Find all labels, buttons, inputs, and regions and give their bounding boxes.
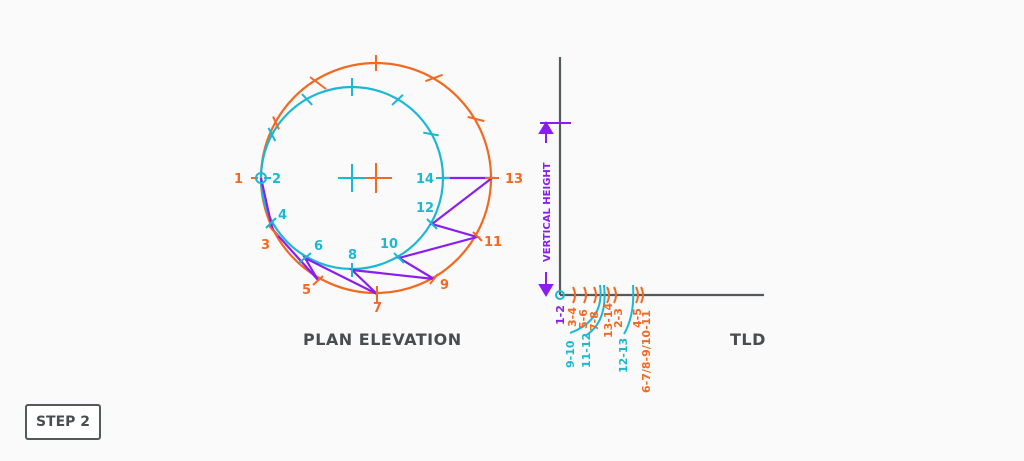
point-label-13: 13: [505, 172, 523, 187]
point-label-8: 8: [348, 248, 357, 263]
point-label-3: 3: [261, 238, 270, 253]
tld-label-1-2: 1-2: [554, 305, 567, 325]
vertical-height-arrow: [538, 121, 554, 297]
point-label-10: 10: [380, 237, 398, 252]
tld-label-7-8: 7-8: [588, 311, 601, 331]
tld-label-5-6: 5-6: [577, 309, 590, 329]
point-label-14: 14: [416, 172, 434, 187]
point-label-11: 11: [484, 235, 502, 250]
tld-label-3-4: 3-4: [566, 307, 579, 327]
tld-label-11-12: 11-12: [580, 333, 593, 368]
tld-label-13-14: 13-14: [602, 302, 615, 338]
tld-label-6-11: 6-7/8-9/10-11: [640, 310, 653, 393]
plan-elevation-title: PLAN ELEVATION: [303, 330, 462, 349]
point-label-2: 2: [272, 172, 281, 187]
outer-center-mark: [366, 163, 392, 193]
point-label-1: 1: [234, 172, 243, 187]
tld-label-4-5: 4-5: [631, 308, 644, 328]
plan-elevation: 1 2 3 4 5 6 7 8 9 10 11 12 13 14: [234, 55, 523, 316]
step-button[interactable]: STEP 2: [25, 404, 101, 440]
outer-circle-ticks: [272, 55, 485, 130]
tld-label-12-13: 12-13: [617, 338, 630, 373]
point-label-5: 5: [302, 283, 311, 298]
tld-title: TLD: [730, 330, 766, 349]
inner-point-ticks: [264, 177, 450, 277]
point-label-7: 7: [373, 301, 382, 316]
inner-circle-ticks: [267, 78, 439, 142]
tld-label-9-10: 9-10: [564, 340, 577, 368]
inner-center-mark: [338, 164, 366, 192]
tld-chart: VERTICAL HEIGHT 1-2 3-4 5-6 7-8 13-14 2-…: [538, 57, 764, 393]
point-label-9: 9: [440, 278, 449, 293]
traverse-line: [259, 176, 496, 295]
tld-origin-marker: [555, 290, 565, 300]
tld-label-2-3: 2-3: [612, 308, 625, 328]
point-label-12: 12: [416, 201, 434, 216]
point-label-4: 4: [278, 208, 287, 223]
point-label-6: 6: [314, 239, 323, 254]
start-point-marker: [255, 172, 267, 184]
tld-segment-arcs: [569, 284, 644, 337]
vertical-height-label: VERTICAL HEIGHT: [542, 162, 553, 262]
